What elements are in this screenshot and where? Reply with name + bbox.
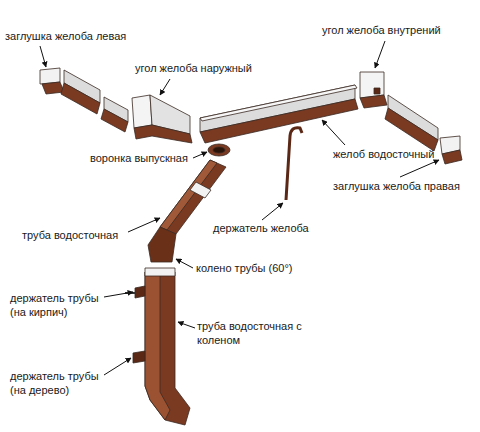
- part-label: заглушка желоба левая: [5, 30, 126, 44]
- leader-line: [375, 41, 385, 68]
- gutter-face: [200, 99, 358, 143]
- part-label: держатель трубы (на дерево): [10, 370, 106, 398]
- leader-line: [176, 259, 193, 268]
- part-label: колено трубы (60°): [196, 262, 292, 276]
- downpipe-light: [145, 272, 170, 420]
- leader-line: [104, 292, 133, 297]
- outer-corner-bottom: [134, 125, 192, 143]
- end-cap-right-bottom: [442, 150, 462, 164]
- outer-corner: [132, 95, 152, 128]
- end-cap-left: [40, 68, 60, 84]
- leader-line: [322, 120, 345, 145]
- part-label: желоб водосточный: [333, 148, 434, 162]
- inner-corner-bottom: [360, 95, 387, 108]
- downpipe-light: [160, 160, 217, 230]
- leader-line: [193, 152, 207, 158]
- part-label: заглушка желоба правая: [333, 180, 460, 194]
- part-label: воронка выпускная: [90, 152, 188, 166]
- rivet: [374, 88, 380, 94]
- leader-line: [128, 218, 160, 232]
- leader-line: [262, 203, 283, 220]
- part-label: угол желоба наружный: [135, 62, 252, 76]
- part-label: труба водосточная: [22, 229, 118, 243]
- leader-line: [40, 46, 46, 67]
- inner-corner: [360, 72, 384, 98]
- part-label: труба водосточная с коленом: [197, 320, 307, 348]
- part-label: держатель желоба: [213, 222, 309, 236]
- pipe-holder-brick: [135, 286, 145, 298]
- part-label: угол желоба внутрений: [322, 24, 441, 38]
- leader-line: [178, 322, 195, 328]
- end-cap-left-bottom: [42, 82, 64, 94]
- part-label: держатель трубы (на кирпич): [10, 292, 106, 320]
- leader-line: [104, 358, 131, 375]
- pipe-holder-wood: [133, 351, 145, 363]
- leader-line: [400, 160, 439, 177]
- gutter-face: [101, 109, 128, 132]
- downpipe-elbow: [145, 272, 190, 425]
- pipe-opening: [145, 268, 175, 276]
- leader-line: [160, 79, 170, 95]
- funnel: [208, 144, 230, 156]
- funnel-hole: [213, 147, 225, 153]
- gutter-holder: [286, 128, 302, 200]
- elbow: [148, 227, 176, 262]
- gutter-face: [61, 83, 100, 114]
- gutter-face: [385, 108, 438, 151]
- pipe-joint: [190, 182, 211, 198]
